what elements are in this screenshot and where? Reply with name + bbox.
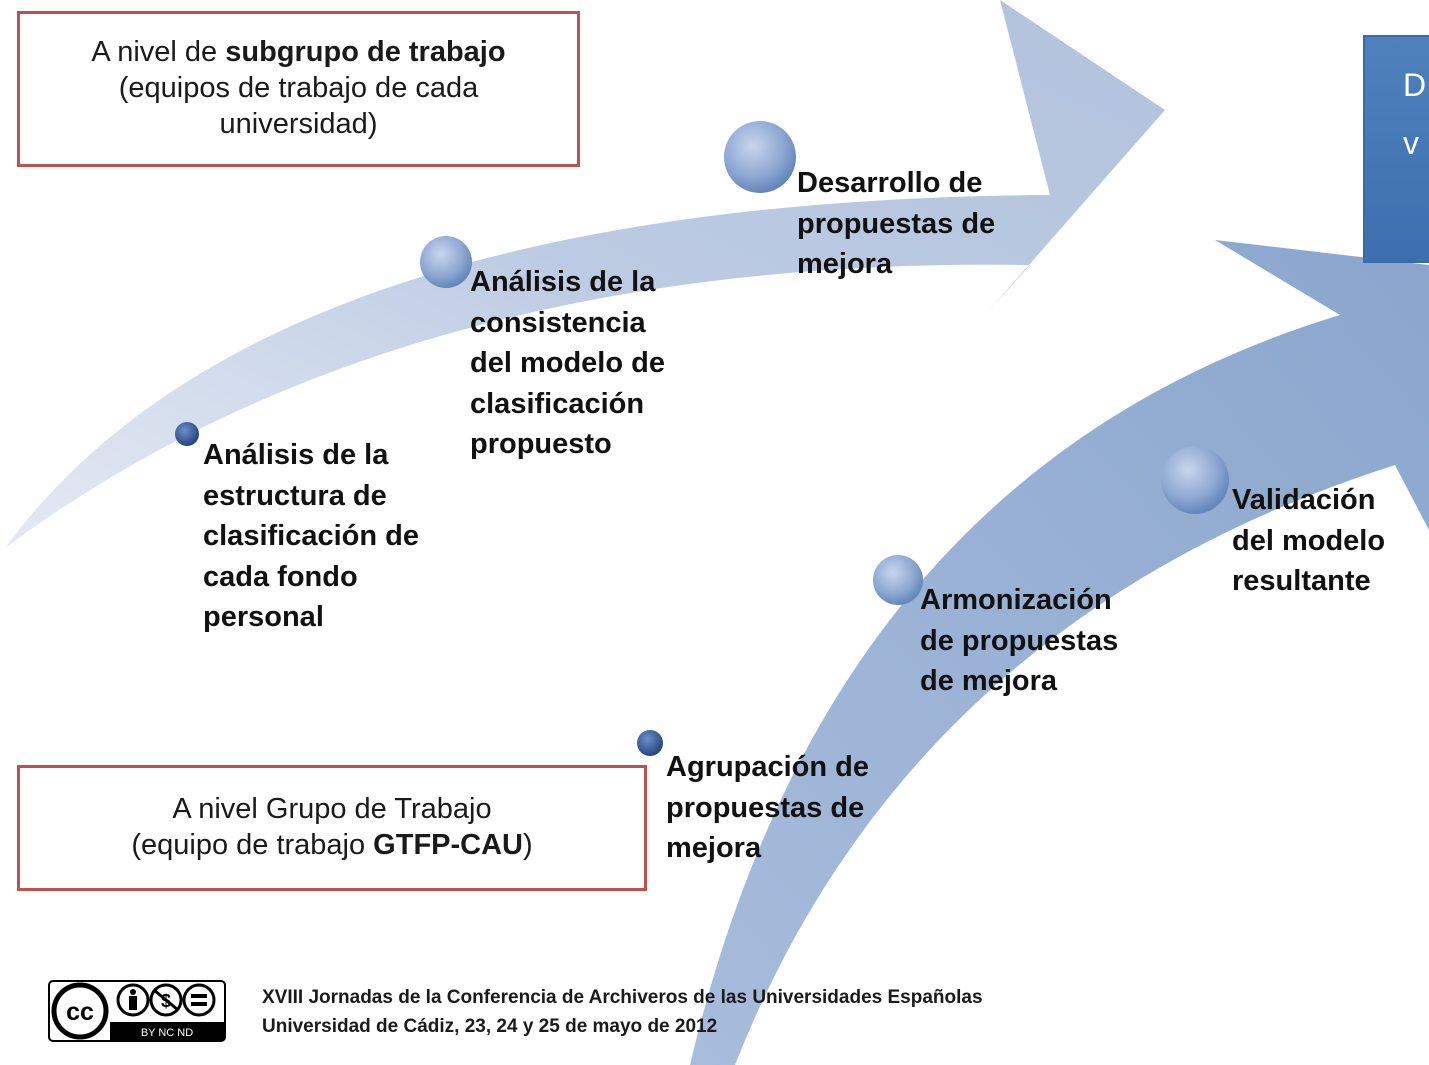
top-box-bold: subgrupo de trabajo: [225, 36, 506, 69]
step-line: propuestas de: [666, 791, 865, 824]
step-line: resultante: [1232, 565, 1371, 598]
step-proposal-grouping: Agrupación de propuestas de mejora: [666, 747, 869, 869]
step-line: mejora: [797, 248, 893, 281]
license-text: BY NC ND: [141, 1027, 193, 1039]
step-line: clasificación: [470, 387, 645, 420]
step-line: Agrupación de: [666, 751, 870, 783]
step-line: de mejora: [920, 665, 1057, 698]
result-box: D v: [1363, 35, 1429, 263]
step-bullet-4: [637, 730, 663, 756]
step-proposal-development: Desarrollo de propuestas de mejora: [797, 163, 995, 285]
step-line: Análisis de la: [203, 439, 389, 471]
bottom-box-line1: A nivel Grupo de Trabajo: [172, 793, 492, 826]
step-line: mejora: [666, 832, 762, 865]
step-line: Desarrollo de: [797, 167, 983, 199]
footer: XVIII Jornadas de la Conferencia de Arch…: [262, 983, 983, 1042]
step-line: cada fondo: [203, 560, 358, 593]
step-line: estructura de: [203, 479, 387, 512]
group-level-box: A nivel Grupo de Trabajo (equipo de trab…: [17, 765, 647, 891]
step-line: clasificación de: [203, 520, 419, 553]
upper-arrow: [5, 0, 1165, 548]
step-bullet-5: [873, 555, 923, 605]
result-line1: D: [1403, 67, 1427, 103]
step-line: del modelo de: [470, 347, 665, 380]
step-line: Armonización: [920, 584, 1112, 616]
step-proposal-harmonization: Armonización de propuestas de mejora: [920, 580, 1118, 702]
subgroup-level-box: A nivel de subgrupo de trabajo (equipos …: [17, 11, 580, 167]
step-model-validation: Validación del modelo resultante: [1232, 480, 1385, 602]
step-line: de propuestas: [920, 624, 1119, 657]
top-box-prefix: A nivel de: [91, 36, 226, 69]
step-line: personal: [203, 601, 324, 634]
bottom-box-bold: GTFP-CAU: [373, 829, 523, 861]
lower-arrow: [690, 240, 1429, 1065]
step-line: propuestas de: [797, 207, 996, 240]
footer-line1: XVIII Jornadas de la Conferencia de Arch…: [262, 987, 983, 1008]
step-line: consistencia: [470, 306, 646, 339]
step-bullet-6: [1161, 446, 1229, 514]
step-bullet-1: [175, 422, 199, 446]
step-line: Análisis de la: [470, 266, 656, 298]
bottom-box-prefix: (equipo de trabajo: [131, 829, 374, 861]
result-line2: v: [1403, 124, 1419, 161]
cc-by-nc-nd-icon: cc $ BY NC ND: [48, 980, 226, 1042]
bottom-box-suffix: ): [523, 829, 533, 861]
cc-mark: cc: [66, 998, 94, 1026]
step-structure-analysis: Análisis de la estructura de clasificaci…: [203, 435, 419, 638]
top-box-line3: universidad): [219, 107, 378, 140]
step-line: propuesto: [470, 428, 612, 461]
step-bullet-2: [420, 236, 472, 288]
step-bullet-3: [724, 121, 796, 193]
footer-line2: Universidad de Cádiz, 23, 24 y 25 de may…: [262, 1016, 718, 1038]
step-consistency-analysis: Análisis de la consistencia del modelo d…: [470, 262, 665, 465]
step-line: del modelo: [1232, 524, 1386, 557]
top-box-line2: (equipos de trabajo de cada: [118, 72, 479, 105]
step-line: Validación: [1232, 484, 1376, 516]
